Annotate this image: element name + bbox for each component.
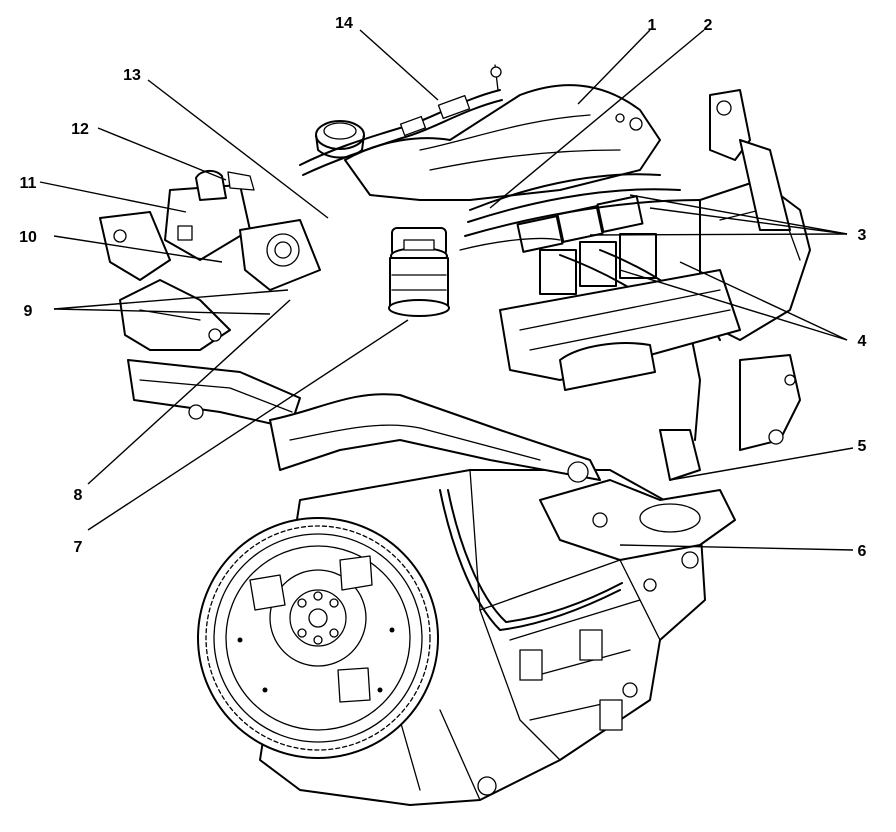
ignition-coils [516, 195, 657, 295]
callout-1: 1 [648, 17, 657, 34]
callout-leaders [39, 29, 854, 551]
callout-14: 14 [335, 15, 353, 32]
callout-6: 6 [858, 543, 867, 560]
intake-plenum [344, 84, 661, 201]
callout-11: 11 [20, 175, 37, 192]
callout-8: 8 [74, 487, 83, 504]
callout-7: 7 [74, 539, 83, 556]
valve-cover [499, 269, 741, 391]
callout-4: 4 [858, 333, 867, 350]
callout-3: 3 [858, 227, 867, 244]
oxygen-sensor [567, 429, 701, 483]
callout-2: 2 [704, 17, 713, 34]
callout-10: 10 [19, 229, 37, 246]
oil-filler-cap [315, 120, 365, 159]
callout-labels: 1 2 3 4 5 6 7 8 9 10 11 12 13 14 [19, 15, 866, 560]
callout-13: 13 [123, 67, 141, 84]
exhaust-manifold [99, 211, 301, 429]
egr-valve [388, 227, 450, 317]
callout-5: 5 [858, 438, 867, 455]
coolant-pipe [269, 393, 601, 481]
throttle-body [164, 170, 321, 291]
callout-12: 12 [71, 121, 89, 138]
wiring-harness [299, 64, 503, 176]
callout-9: 9 [24, 303, 33, 320]
lower-harness [439, 489, 623, 631]
exhaust-crossover [539, 479, 736, 561]
flywheel [197, 517, 439, 759]
